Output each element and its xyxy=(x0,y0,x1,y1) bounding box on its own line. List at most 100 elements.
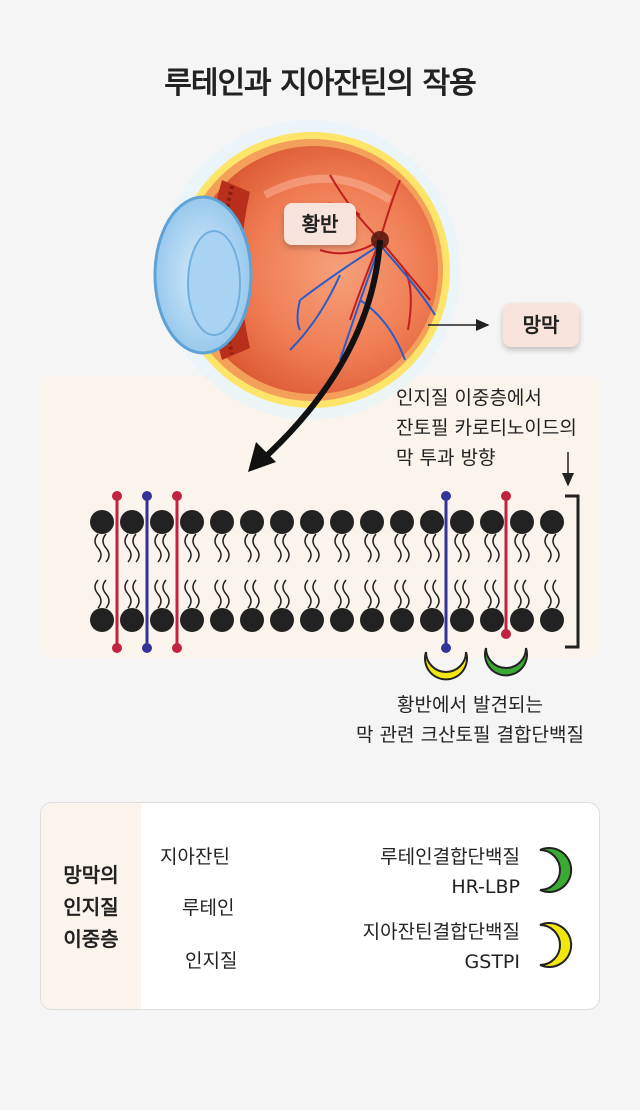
lipid-tail xyxy=(424,533,432,563)
lipid-tail xyxy=(102,579,110,609)
lipid-tail xyxy=(184,533,192,563)
legend-zeaxanthin-bp-label: 지아잔틴결합단백질 GSTPI xyxy=(362,921,520,973)
phospholipid-bilayer xyxy=(90,510,564,632)
lipid-head xyxy=(240,608,264,632)
page-title: 루테인과 지아잔틴의 작용 xyxy=(164,66,477,101)
legend-title: 망막의 인지질 이중층 xyxy=(63,863,119,951)
lipid-head xyxy=(390,510,414,534)
lipid-tail xyxy=(454,579,462,609)
carotenoid-end xyxy=(501,491,511,501)
lipid-head xyxy=(210,608,234,632)
lipid-tail xyxy=(124,579,132,609)
membrane-permeation-note: 인지질 이중층에서 잔토필 카로티노이드의 막 투과 방향 xyxy=(396,387,577,469)
lipid-tail xyxy=(192,579,200,609)
lipid-head xyxy=(210,510,234,534)
lipid-tail xyxy=(372,533,380,563)
carotenoid-end xyxy=(441,643,451,653)
lipid-tail xyxy=(214,579,222,609)
lipid-tail xyxy=(132,579,140,609)
lipid-tail xyxy=(214,533,222,563)
membrane-bracket xyxy=(562,452,580,649)
carotenoid-end xyxy=(142,491,152,501)
legend-box: 망막의 인지질 이중층 xyxy=(40,802,600,1010)
lipid-tail xyxy=(252,579,260,609)
lipid-tail xyxy=(544,579,552,609)
lipid-tail xyxy=(402,533,410,563)
lipid-tail xyxy=(94,533,102,563)
lipid-tail xyxy=(222,533,230,563)
lipid-tail xyxy=(484,533,492,563)
lipid-tail xyxy=(462,579,470,609)
lipid-tail xyxy=(432,533,440,563)
binding-protein-note: 황반에서 발견되는 막 관련 크산토필 결합단백질 xyxy=(356,694,584,746)
lipid-tail xyxy=(334,579,342,609)
lutein-binding-protein xyxy=(484,647,528,677)
lipid-tail xyxy=(312,533,320,563)
lipid-head xyxy=(420,510,444,534)
lipid-head xyxy=(180,510,204,534)
lipid-tail xyxy=(432,579,440,609)
lipid-head xyxy=(390,608,414,632)
legend-zeaxanthin-label: 지아잔틴 xyxy=(160,846,230,868)
lipid-tail xyxy=(492,533,500,563)
lipid-head xyxy=(270,510,294,534)
lipid-head xyxy=(540,510,564,534)
lipid-head xyxy=(510,510,534,534)
carotenoid-end xyxy=(172,643,182,653)
lipid-tail xyxy=(364,579,372,609)
lipid-tail xyxy=(514,579,522,609)
lipid-head xyxy=(330,608,354,632)
lipid-head xyxy=(300,510,324,534)
lipid-tail xyxy=(424,579,432,609)
lipid-head xyxy=(270,608,294,632)
retina-label: 망막 xyxy=(503,303,579,347)
lipid-tail xyxy=(552,579,560,609)
legend-phospholipid-label: 인지질 xyxy=(185,950,238,972)
lipid-tail xyxy=(184,579,192,609)
lipid-tail xyxy=(222,579,230,609)
eye-illustration xyxy=(153,120,490,472)
lipid-tail xyxy=(282,579,290,609)
lipid-tail xyxy=(544,533,552,563)
lipid-head xyxy=(150,510,174,534)
lipid-tail xyxy=(492,579,500,609)
lipid-tail xyxy=(94,579,102,609)
lipid-tail xyxy=(162,579,170,609)
carotenoid-molecules xyxy=(112,491,528,681)
lipid-tail xyxy=(192,533,200,563)
lipid-head xyxy=(450,510,474,534)
lipid-head xyxy=(450,608,474,632)
lipid-head xyxy=(120,608,144,632)
macula-label: 황반 xyxy=(284,203,356,245)
lipid-tail xyxy=(252,533,260,563)
carotenoid-end xyxy=(441,491,451,501)
lipid-tail xyxy=(244,533,252,563)
lipid-tail xyxy=(334,533,342,563)
lipid-head xyxy=(180,608,204,632)
lipid-head xyxy=(480,510,504,534)
carotenoid-end xyxy=(112,491,122,501)
lipid-head xyxy=(360,510,384,534)
lipid-tail xyxy=(364,533,372,563)
lipid-tail xyxy=(154,579,162,609)
lipid-tail xyxy=(154,533,162,563)
lipid-tail xyxy=(394,533,402,563)
lipid-tail xyxy=(522,533,530,563)
lipid-head xyxy=(360,608,384,632)
lipid-tail xyxy=(274,579,282,609)
legend-title-tab xyxy=(41,803,141,1009)
lipid-tail xyxy=(124,533,132,563)
lipid-tail xyxy=(304,533,312,563)
lipid-tail xyxy=(102,533,110,563)
lipid-head xyxy=(300,608,324,632)
lipid-head xyxy=(420,608,444,632)
lipid-head xyxy=(330,510,354,534)
lipid-head xyxy=(540,608,564,632)
lipid-tail xyxy=(552,533,560,563)
carotenoid-end xyxy=(142,643,152,653)
lipid-tail xyxy=(312,579,320,609)
lipid-tail xyxy=(282,533,290,563)
lipid-head xyxy=(90,510,114,534)
lipid-tail xyxy=(244,579,252,609)
